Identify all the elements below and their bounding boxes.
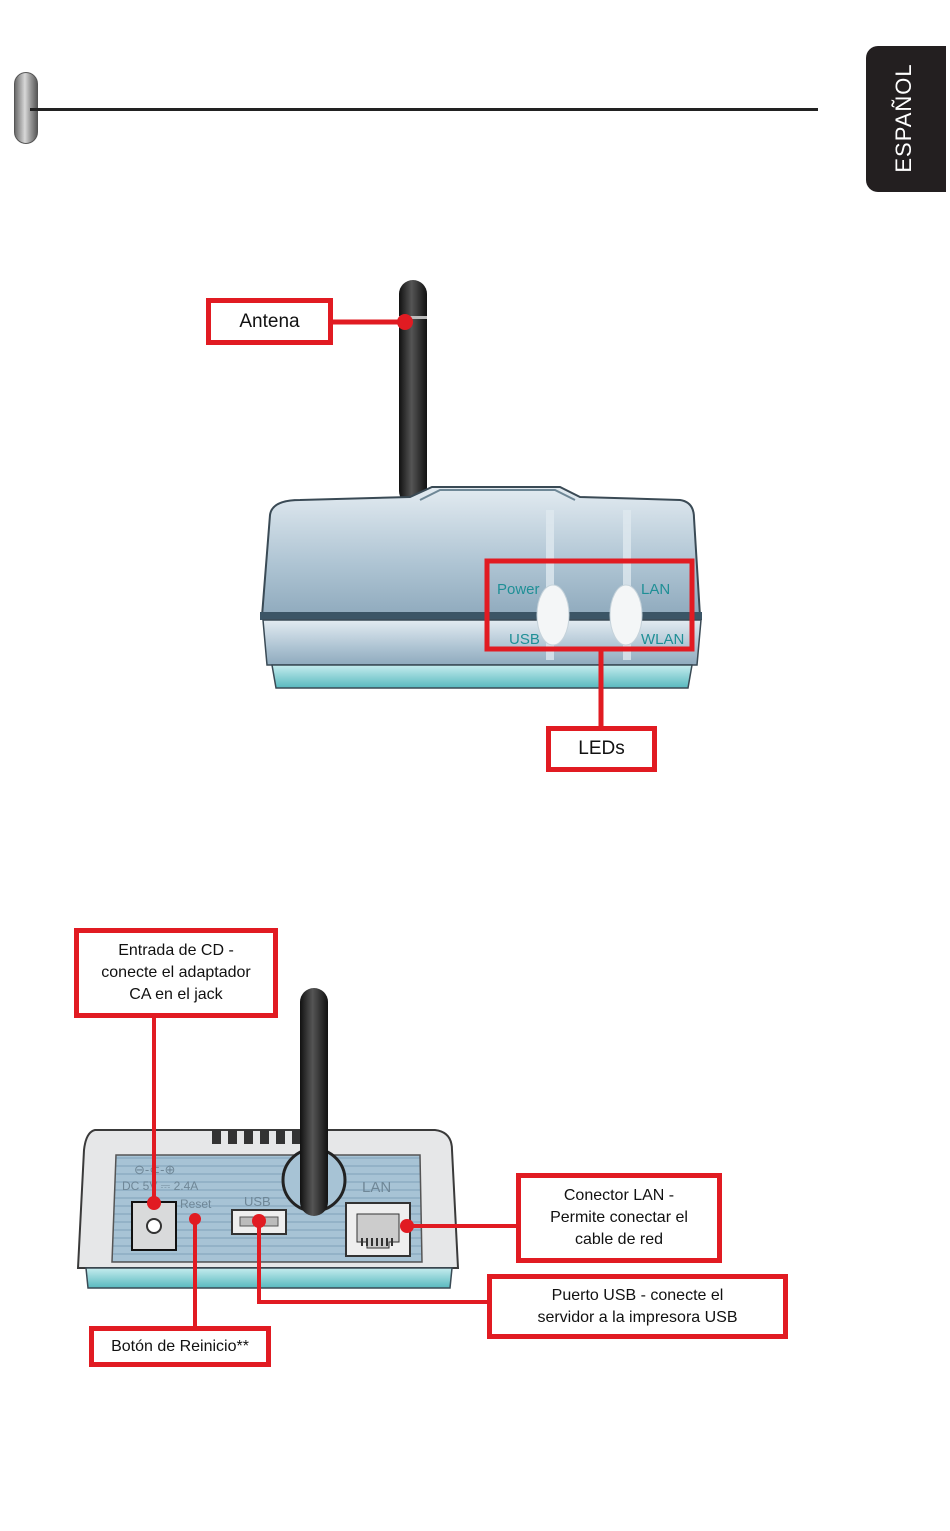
- led-usb-text: USB: [509, 631, 540, 648]
- rear-teal-base: [86, 1268, 452, 1288]
- front-teal-base: [272, 665, 692, 688]
- usb-port-callout: Puerto USB - conecte el servidor a la im…: [487, 1274, 788, 1339]
- antenna-callout-dot: [397, 314, 413, 330]
- led-power-text: Power: [497, 581, 540, 598]
- led-right: [610, 585, 642, 645]
- led-lan-text: LAN: [641, 581, 670, 598]
- led-left: [537, 585, 569, 645]
- rear-device: ⊖-⊂-⊕ DC 5V ⎓ 2.4A Reset USB LAN: [78, 988, 458, 1288]
- antenna-callout: Antena: [206, 298, 333, 345]
- dc-input-callout: Entrada de CD - conecte el adaptador CA …: [74, 928, 278, 1018]
- panel-reset-text: Reset: [180, 1197, 212, 1211]
- dc-callout-dot: [147, 1196, 161, 1210]
- rear-antenna: [300, 988, 328, 1216]
- panel-usb-text: USB: [244, 1194, 271, 1209]
- reset-callout-dot: [189, 1213, 201, 1225]
- led-wlan-text: WLAN: [641, 631, 684, 648]
- lan-callout-dot: [400, 1219, 414, 1233]
- panel-dc-text: DC 5V ⎓ 2.4A: [122, 1179, 198, 1193]
- reset-button-callout: Botón de Reinicio**: [89, 1326, 271, 1367]
- panel-lan-text: LAN: [362, 1179, 391, 1196]
- front-antenna: [399, 280, 427, 505]
- lan-connector-callout: Conector LAN - Permite conectar el cable…: [516, 1173, 722, 1263]
- leds-callout: LEDs: [546, 726, 657, 772]
- usb-callout-dot: [252, 1214, 266, 1228]
